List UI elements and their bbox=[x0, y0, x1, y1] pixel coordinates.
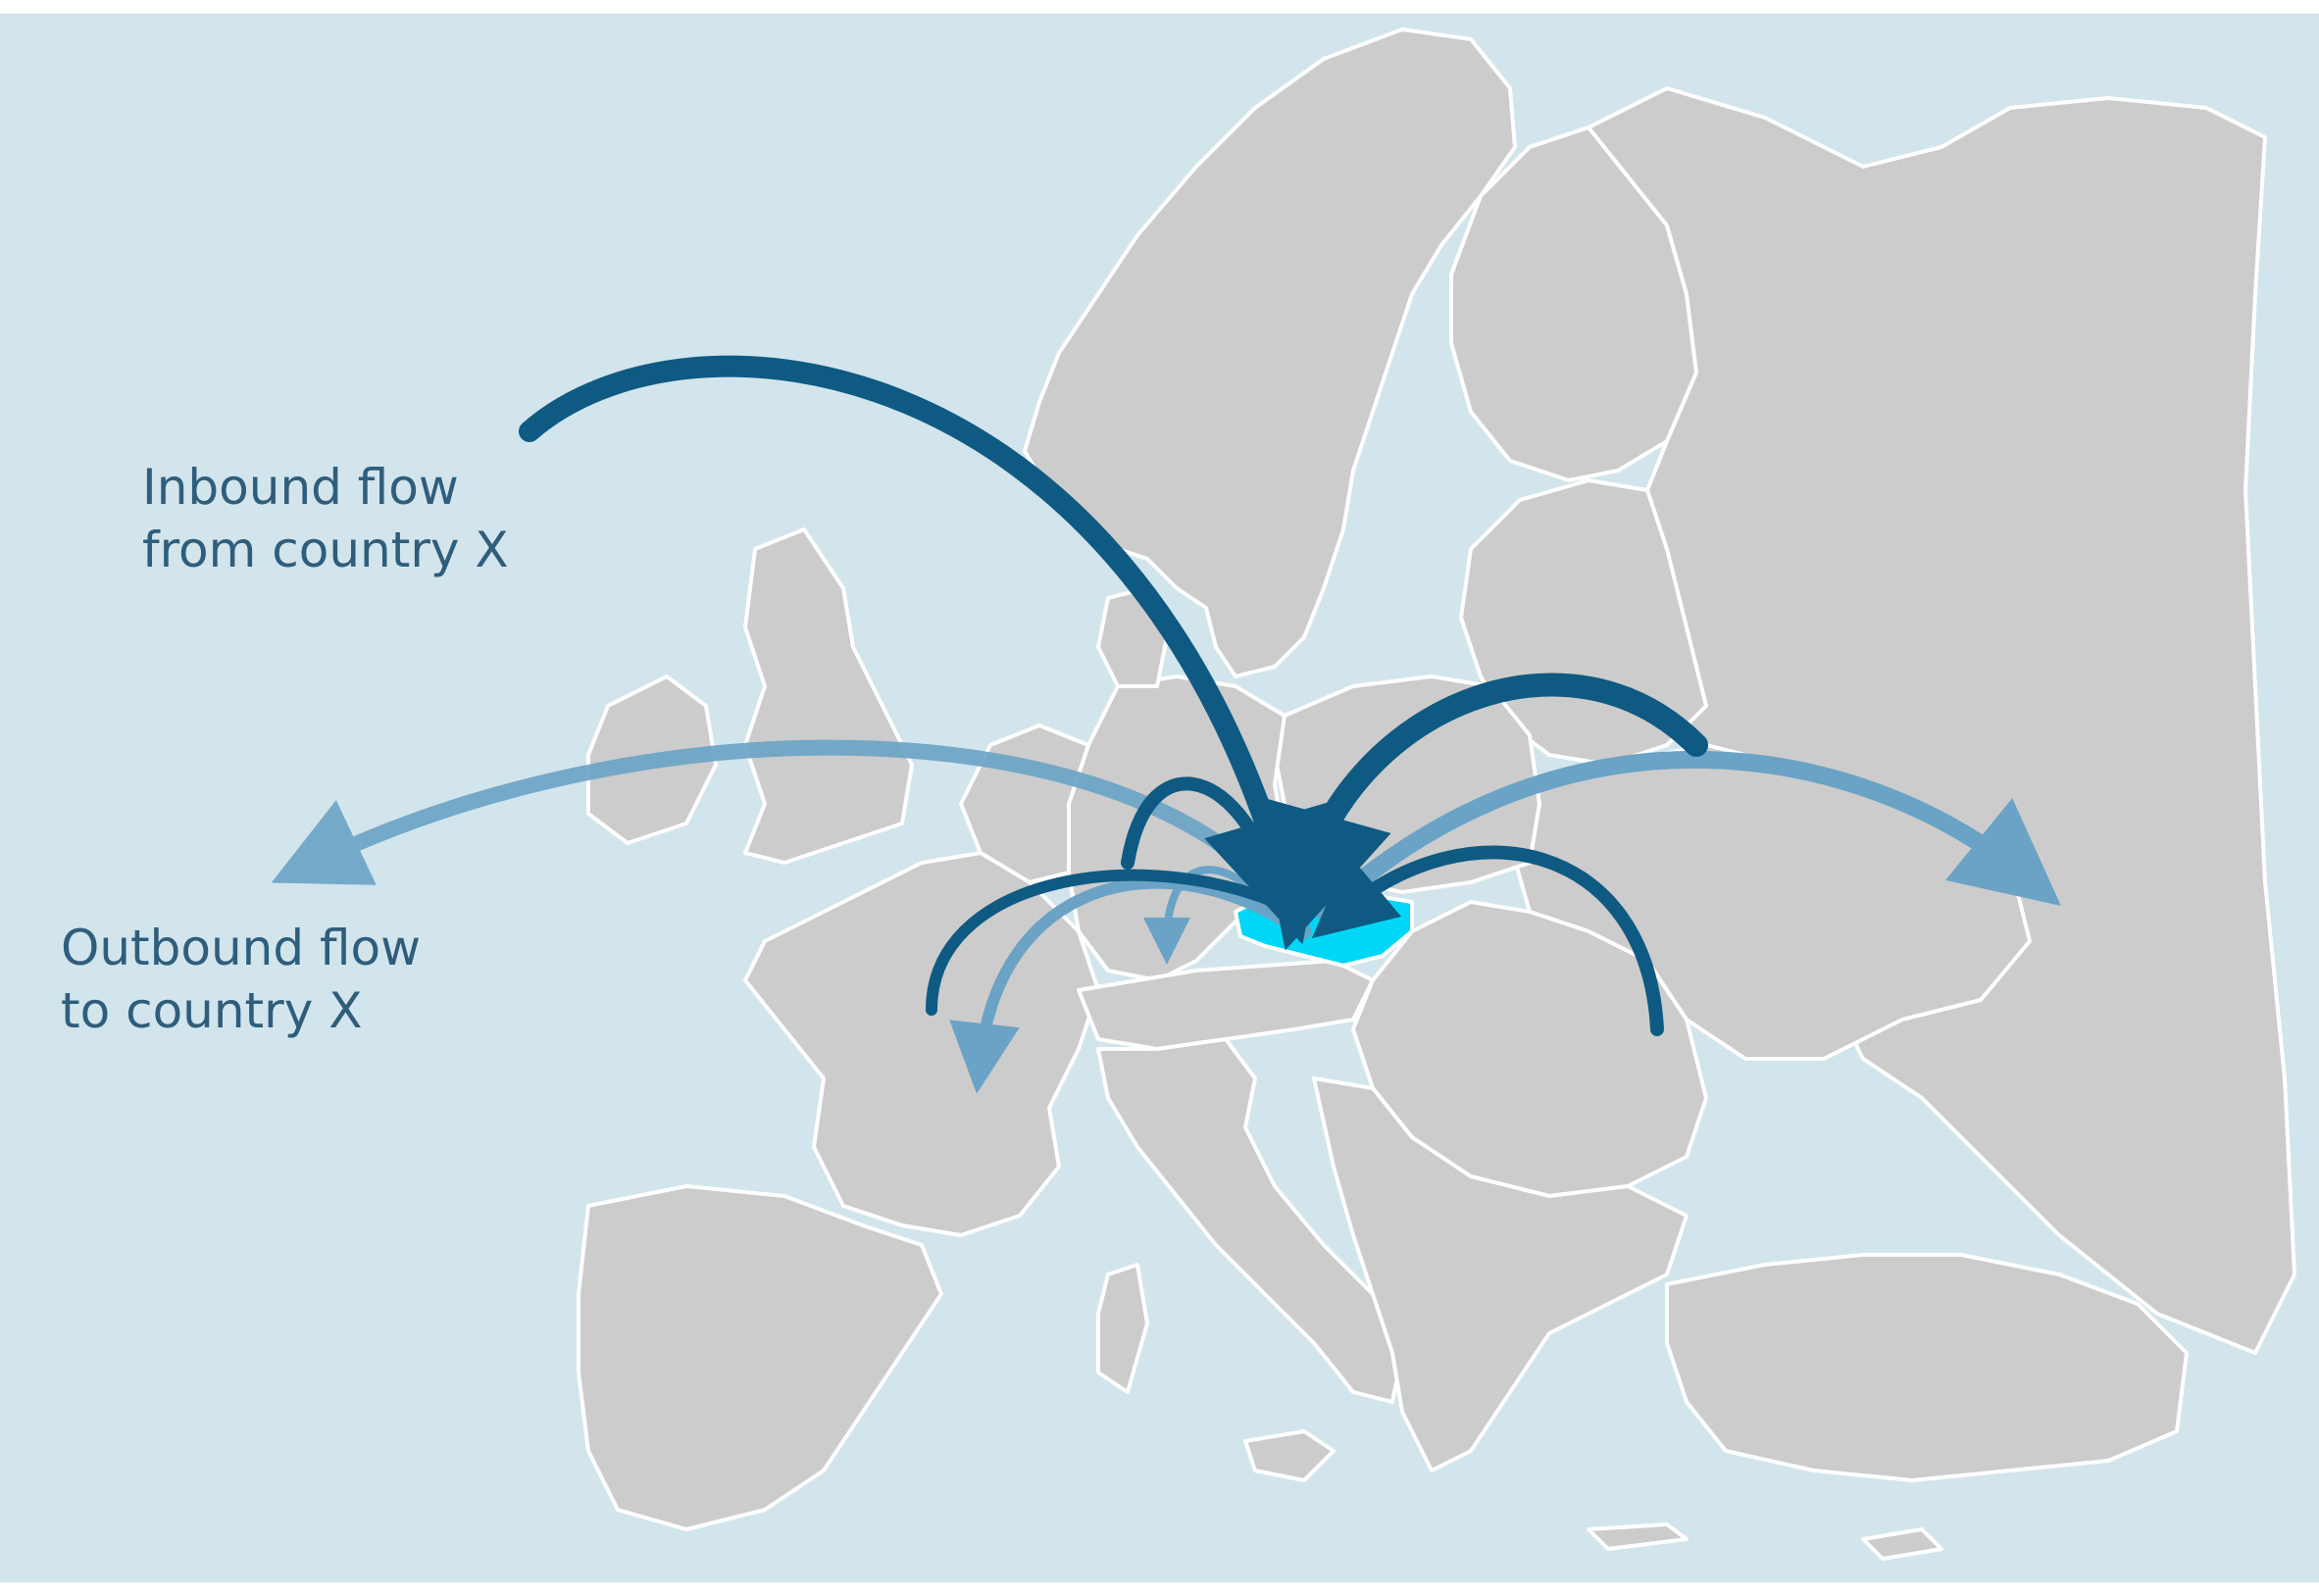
inbound-label-line1: Inbound flow bbox=[142, 459, 459, 516]
inbound-arrow-east-ukraine bbox=[1254, 673, 1708, 951]
inbound-label-line2: from country X bbox=[142, 522, 509, 578]
outbound-flow-label: Outbound flow to country X bbox=[61, 917, 421, 1042]
great-britain bbox=[743, 527, 914, 865]
outbound-arrow-east bbox=[1315, 751, 2061, 921]
outbound-label-line2: to country X bbox=[61, 982, 363, 1039]
inbound-arrow-romania bbox=[1311, 845, 1664, 1036]
scandinavia bbox=[1023, 27, 1517, 678]
inbound-arrow-france bbox=[926, 869, 1281, 1016]
sicily bbox=[1243, 1429, 1336, 1482]
cyprus bbox=[1861, 1527, 1943, 1561]
inbound-arrow-atlantic bbox=[519, 355, 1329, 945]
sardinia bbox=[1096, 1263, 1149, 1394]
balkans bbox=[1312, 1076, 1689, 1472]
france bbox=[743, 851, 1100, 1237]
turkey bbox=[1665, 1253, 2189, 1482]
iberia bbox=[577, 1184, 943, 1531]
inbound-flow-label: Inbound flow from country X bbox=[142, 456, 509, 581]
crete bbox=[1587, 1522, 1689, 1551]
outbound-label-line1: Outbound flow bbox=[61, 920, 421, 976]
inbound-flows bbox=[519, 355, 1708, 1036]
inbound-arrow-belgium bbox=[1121, 776, 1301, 922]
